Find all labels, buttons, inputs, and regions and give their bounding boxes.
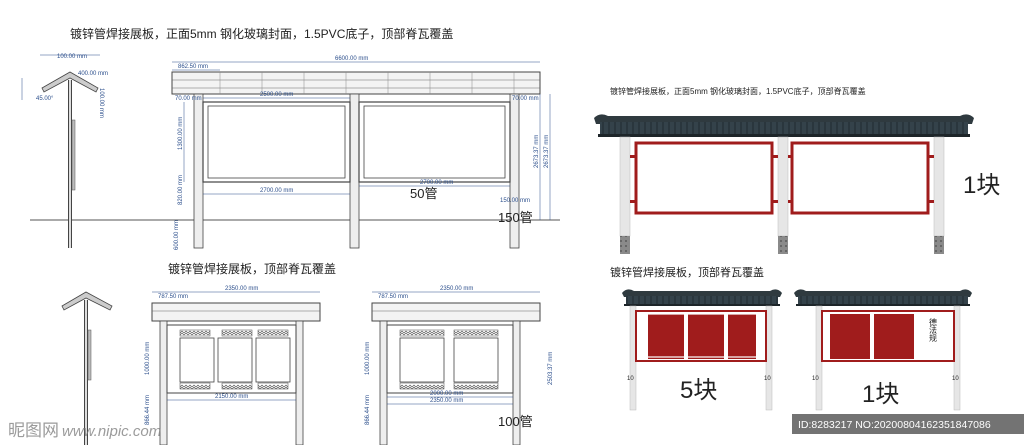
svg-text:600.00 mm: 600.00 mm [174,220,180,250]
svg-text:1300.00 mm: 1300.00 mm [178,117,184,150]
svg-text:70.00 mm: 70.00 mm [175,96,202,102]
pipe-50-label: 50管 [410,186,437,201]
svg-text:10: 10 [812,376,819,382]
board-right [790,141,930,215]
svg-text:100.00 mm: 100.00 mm [57,54,87,60]
svg-text:2150.00 mm: 2150.00 mm [215,394,248,400]
post-left [619,136,631,237]
svg-text:2350.00 mm: 2350.00 mm [440,286,473,292]
svg-text:10: 10 [627,376,634,382]
svg-text:2350.00 mm: 2350.00 mm [225,286,258,292]
frame-b: 2350.00 mm 787.50 mm 2000.00 mm 2350.00 … [365,286,554,445]
watermark-logo: 昵图网 [8,421,59,440]
bottom-left-drawing: 镀锌管焊接展板，顶部脊瓦覆盖 2350.00 mm 78 [61,261,554,445]
svg-text:787.50 mm: 787.50 mm [378,294,408,300]
svg-text:820.00 mm: 820.00 mm [178,175,184,205]
svg-text:45.00°: 45.00° [36,96,54,102]
svg-text:2673.37 mm: 2673.37 mm [544,135,550,168]
side-view-2 [61,291,113,445]
svg-text:2000.00 mm: 2000.00 mm [430,391,463,397]
svg-text:2673.37 mm: 2673.37 mm [534,135,540,168]
svg-text:6600.00 mm: 6600.00 mm [335,56,368,62]
svg-text:150.00 mm: 150.00 mm [500,198,530,204]
frame-a: 2350.00 mm 787.50 mm 2150.00 mm 1000.00 … [145,286,321,445]
svg-text:2700.00 mm: 2700.00 mm [260,188,293,194]
svg-text:2500.00 mm: 2500.00 mm [260,92,293,98]
svg-text:1000.00 mm: 1000.00 mm [365,342,371,375]
board-b: 德法规 10 10 1块 [794,289,972,411]
svg-text:862.50 mm: 862.50 mm [178,64,208,70]
pipe-150-label: 150管 [498,210,533,225]
count-label-five: 5块 [680,377,717,404]
svg-text:70.00 mm: 70.00 mm [512,96,539,102]
svg-text:2700.00 mm: 2700.00 mm [420,180,453,186]
svg-text:10: 10 [764,376,771,382]
svg-text:2503.37 mm: 2503.37 mm [548,352,554,385]
bottom-right-title: 镀锌管焊接展板，顶部脊瓦覆盖 [610,265,764,279]
stamp-text: 德法规 [929,317,938,343]
svg-text:787.50 mm: 787.50 mm [158,294,188,300]
side-view: 100.00 mm 400.00 mm 100.00 mm 45.00° [21,54,108,248]
top-right-render: 镀锌管焊接展板，正面5mm 钢化玻璃封面，1.5PVC底子，顶部脊瓦覆盖 1块 [594,86,1000,254]
top-left-drawing: 镀锌管焊接展板，正面5mm 钢化玻璃封面，1.5PVC底子，顶部脊瓦覆盖 100… [21,26,560,250]
watermark: 昵图网 www.nipic.com ID:8283217 NO:20200804… [8,414,1024,440]
board-left [634,141,774,215]
roof-tiles [600,122,968,136]
svg-text:10: 10 [952,376,959,382]
svg-text:866.44 mm: 866.44 mm [145,395,151,425]
svg-text:400.00 mm: 400.00 mm [78,71,108,77]
top-left-title: 镀锌管焊接展板，正面5mm 钢化玻璃封面，1.5PVC底子，顶部脊瓦覆盖 [70,26,453,41]
bottom-right-renders: 镀锌管焊接展板，顶部脊瓦覆盖 10 10 5块 [610,265,972,411]
top-right-title: 镀锌管焊接展板，正面5mm 钢化玻璃封面，1.5PVC底子，顶部脊瓦覆盖 [610,86,866,96]
post-middle [777,136,789,237]
board-a: 10 10 5块 [622,289,782,411]
count-label-one: 1块 [862,381,899,408]
bottom-left-title: 镀锌管焊接展板，顶部脊瓦覆盖 [168,261,336,276]
pipe-100-label: 100管 [498,414,533,429]
count-label-top: 1块 [963,172,1000,199]
front-view: 6600.00 mm 862.50 mm 2500.00 mm 70.00 mm… [171,56,551,250]
svg-text:866.44 mm: 866.44 mm [365,395,371,425]
post-right [933,136,945,237]
roof-ridge [594,114,974,124]
watermark-id: ID:8283217 NO:20200804162351847086 [798,419,991,431]
svg-text:100.00 mm: 100.00 mm [98,88,104,118]
watermark-url: www.nipic.com [62,423,161,440]
svg-text:1000.00 mm: 1000.00 mm [145,342,151,375]
svg-text:2350.00 mm: 2350.00 mm [430,398,463,404]
